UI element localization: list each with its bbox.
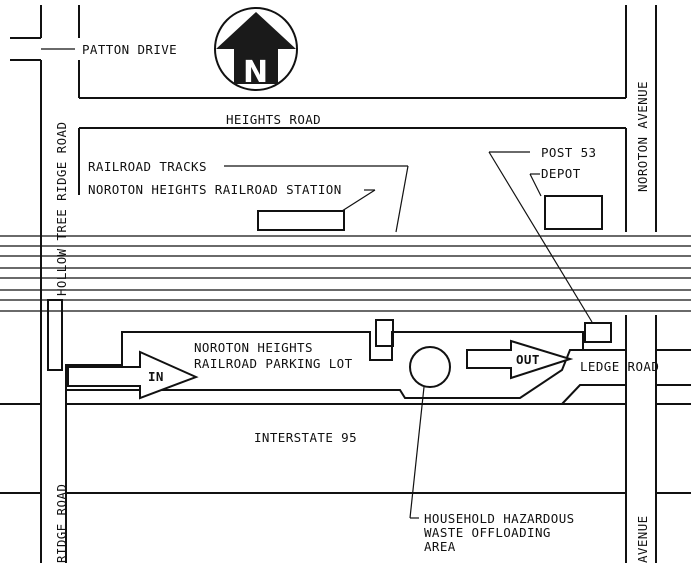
hollow-tree-ridge-road-label: HOLLOW TREE RIDGE ROAD [54, 122, 69, 296]
hazardous-waste-area-marker [409, 346, 451, 388]
hazardous-label-line1: HOUSEHOLD HAZARDOUS [424, 511, 575, 526]
leader-lines [224, 151, 593, 519]
ridge-road-lower-label: RIDGE ROAD [54, 484, 69, 563]
railroad-tracks [0, 235, 691, 312]
ledge-road [561, 349, 691, 405]
in-label: IN [148, 369, 164, 384]
railroad-station-building [257, 210, 345, 231]
parking-lot-outline [65, 331, 584, 399]
hazardous-label-line2: WASTE OFFLOADING [424, 525, 551, 540]
north-arrow-icon [216, 12, 296, 84]
parking-lot-label-line2: RAILROAD PARKING LOT [194, 356, 353, 371]
depot-label: DEPOT [541, 166, 581, 181]
hazardous-label-line3: AREA [424, 539, 456, 554]
out-arrow: OUT [466, 339, 574, 380]
railroad-tracks-label: RAILROAD TRACKS [88, 159, 207, 174]
parking-kiosk [375, 319, 394, 347]
noroton-avenue-label: NOROTON AVENUE [635, 81, 650, 192]
noroton-avenue [625, 5, 657, 563]
ledge-road-label: LEDGE ROAD [580, 359, 659, 374]
north-letter: N [243, 55, 268, 90]
driveway-island [47, 299, 63, 371]
depot-building [544, 195, 603, 230]
north-compass: N [214, 7, 298, 91]
parking-lot-label-line1: NOROTON HEIGHTS [194, 340, 313, 355]
post-53-building [584, 322, 612, 343]
railroad-station-label: NOROTON HEIGHTS RAILROAD STATION [88, 182, 342, 197]
heights-road [79, 97, 626, 129]
out-label: OUT [516, 352, 540, 367]
post-53-label: POST 53 [541, 145, 596, 160]
interstate-95-label: INTERSTATE 95 [254, 430, 357, 445]
interstate-95 [0, 403, 691, 494]
in-arrow: IN [67, 350, 199, 400]
patton-drive-label: PATTON DRIVE [82, 42, 177, 57]
avenue-lower-label: AVENUE [635, 515, 650, 563]
heights-road-label: HEIGHTS ROAD [226, 112, 321, 127]
patton-drive-stub [10, 37, 75, 61]
